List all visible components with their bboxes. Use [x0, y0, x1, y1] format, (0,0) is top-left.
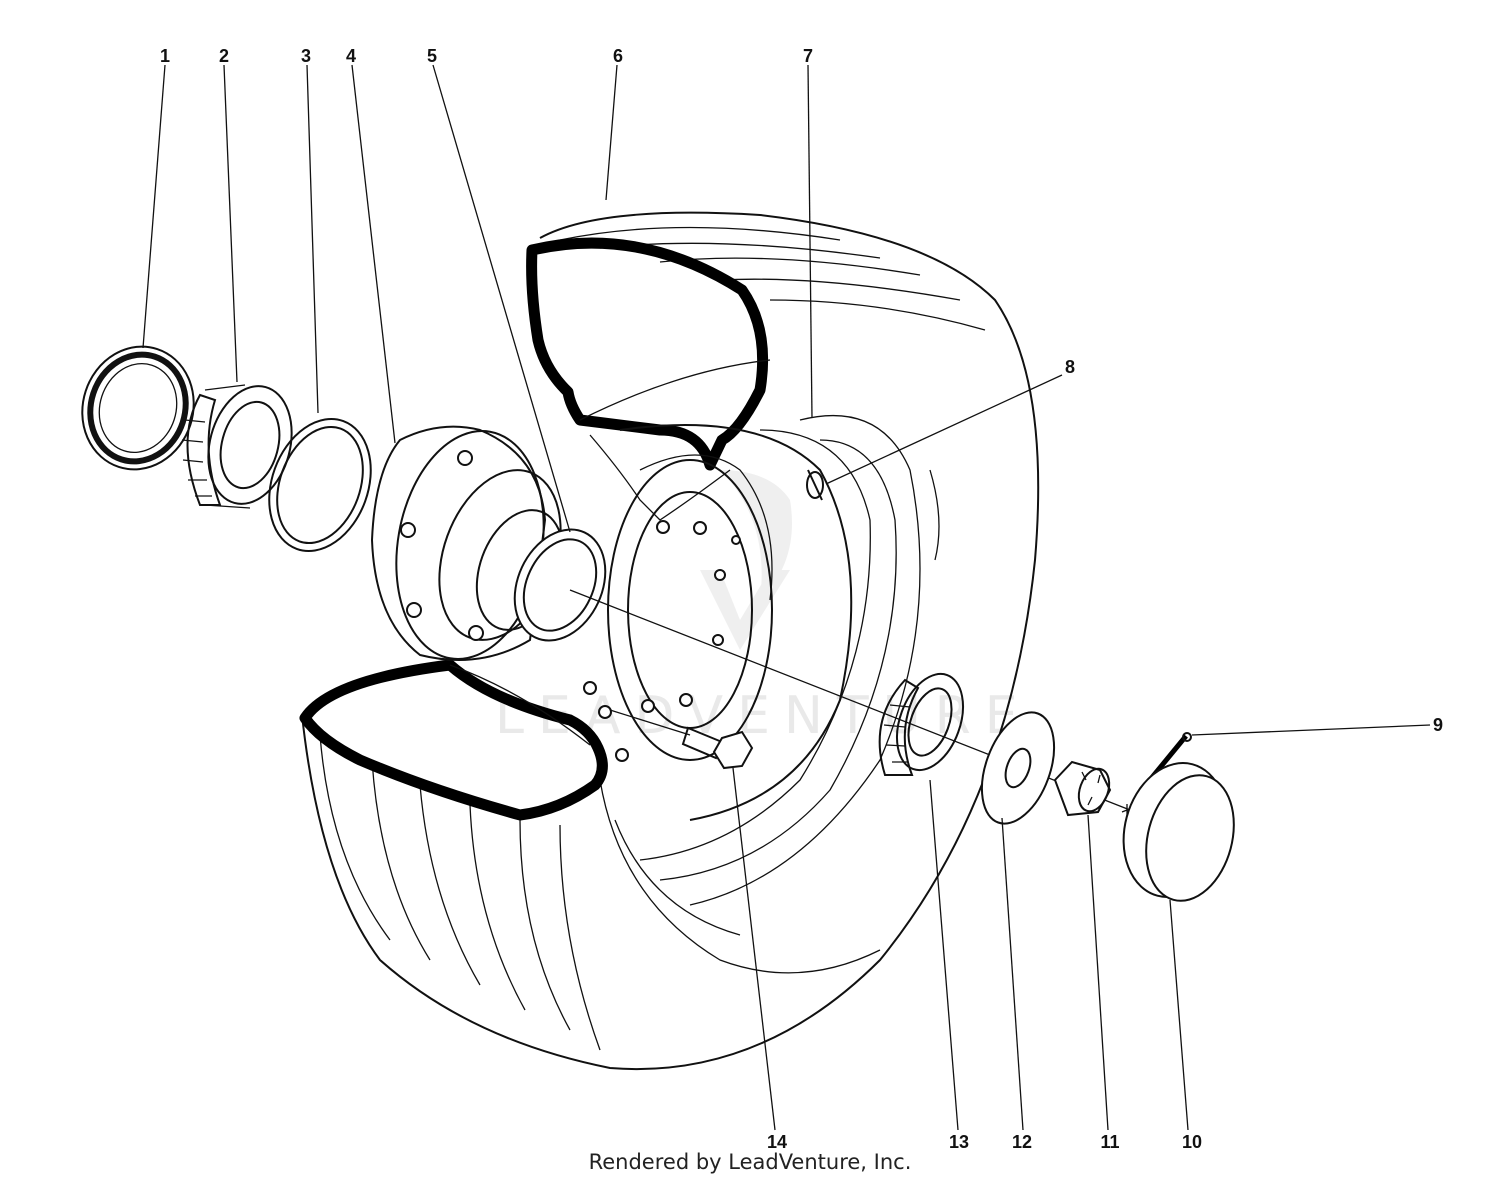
tire: [301, 211, 1040, 1071]
callout-4: 4: [346, 46, 356, 66]
callout-7: 7: [803, 46, 813, 66]
wheel-rim: [583, 424, 853, 821]
callout-9: 9: [1433, 715, 1443, 735]
callout-2: 2: [219, 46, 229, 66]
wheel-bolt: [609, 709, 754, 770]
callout-14: 14: [767, 1132, 787, 1152]
outer-bearing-cone: [878, 672, 964, 776]
hub-cap: [1122, 762, 1235, 902]
callout-12: 12: [1012, 1132, 1032, 1152]
callout-8: 8: [1065, 357, 1075, 377]
callout-labels: 1 2 3 4 5 6 7 8 9 10 11 12 13 14: [160, 46, 1443, 1152]
callout-10: 10: [1182, 1132, 1202, 1152]
callout-1: 1: [160, 46, 170, 66]
callout-6: 6: [613, 46, 623, 66]
tire-section-upper: [526, 237, 769, 471]
callout-5: 5: [427, 46, 437, 66]
grease-seal: [81, 345, 195, 471]
hub-bearing-cup: [513, 528, 607, 642]
castle-nut: [1053, 760, 1112, 817]
footer-credit: Rendered by LeadVenture, Inc.: [588, 1150, 912, 1174]
bearing-cup: [268, 418, 372, 552]
leader-lines: [142, 64, 1431, 1131]
callout-3: 3: [301, 46, 311, 66]
valve-stem: [806, 469, 824, 501]
tire-section-lower: [299, 659, 608, 821]
callout-13: 13: [949, 1132, 969, 1152]
inner-bearing-cone: [181, 384, 293, 509]
callout-11: 11: [1100, 1132, 1119, 1152]
washer: [980, 711, 1056, 825]
